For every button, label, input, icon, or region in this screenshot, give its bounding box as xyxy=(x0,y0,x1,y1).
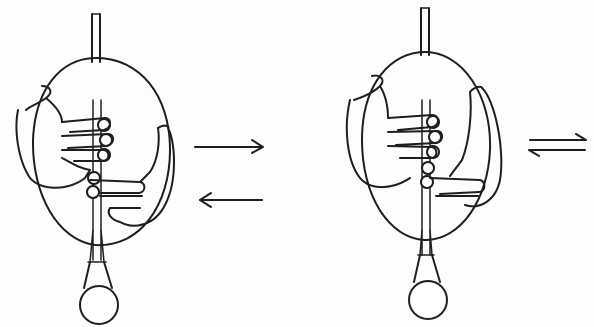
arrow-right xyxy=(195,140,263,153)
left-arrows xyxy=(195,140,263,207)
left-weight-ball xyxy=(80,286,118,324)
left-rod-top xyxy=(92,14,100,62)
left-figure xyxy=(17,14,175,324)
right-weight-ball xyxy=(409,281,447,319)
left-rod-bottom xyxy=(84,230,112,288)
left-upper-hand xyxy=(17,86,114,188)
left-upper-hand-thumb xyxy=(46,98,62,122)
right-figure xyxy=(347,8,502,319)
right-double-arrow xyxy=(529,134,586,156)
right-rod-top xyxy=(421,8,429,55)
arrow-left xyxy=(200,193,262,207)
